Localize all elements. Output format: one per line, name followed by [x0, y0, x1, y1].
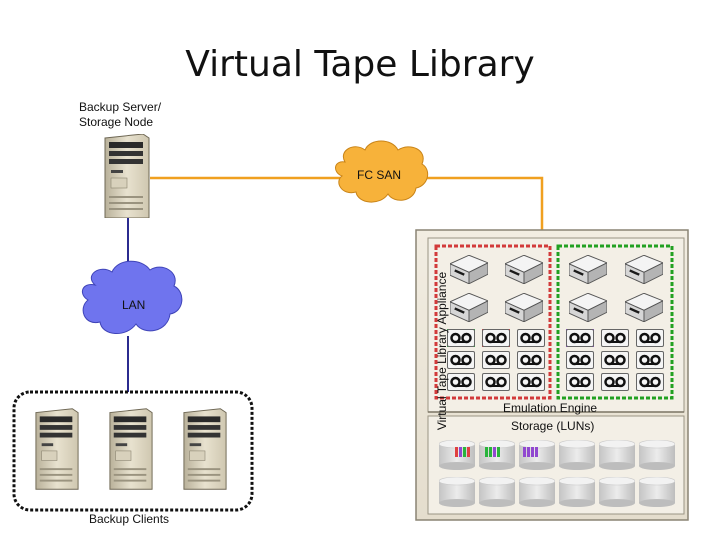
disk-data-stripes	[455, 447, 538, 457]
storage-label: Storage (LUNs)	[511, 419, 595, 433]
virtual-library-green	[556, 244, 674, 400]
virtual-tape	[636, 351, 664, 369]
virtual-tape	[482, 373, 510, 391]
backup-server-label: Backup Server/ Storage Node	[79, 100, 161, 130]
virtual-tape	[566, 373, 594, 391]
lan-label: LAN	[122, 298, 146, 312]
virtual-library-red	[434, 244, 552, 400]
storage-disk	[599, 440, 635, 470]
storage-disk	[559, 477, 595, 507]
virtual-tape	[447, 329, 475, 347]
client-tower-3	[183, 408, 227, 490]
backup-server-label-line-2: Storage Node	[79, 115, 154, 129]
virtual-tape	[566, 329, 594, 347]
storage-disk	[559, 440, 595, 470]
virtual-tape	[636, 329, 664, 347]
storage-disk	[519, 477, 555, 507]
virtual-tape	[482, 329, 510, 347]
diagram-title: Virtual Tape Library	[185, 44, 535, 85]
virtual-tape	[517, 329, 545, 347]
lan-cloud	[81, 260, 183, 334]
client-tower-1	[35, 408, 79, 490]
virtual-tape	[636, 373, 664, 391]
virtual-tape	[447, 351, 475, 369]
client-tower-2	[109, 408, 153, 490]
backup-clients-label: Backup Clients	[89, 512, 170, 526]
virtual-tape	[601, 351, 629, 369]
virtual-tape	[447, 373, 475, 391]
virtual-tape	[566, 351, 594, 369]
virtual-tape	[601, 329, 629, 347]
storage-disk	[599, 477, 635, 507]
storage-disk	[439, 477, 475, 507]
storage-disk	[639, 440, 675, 470]
virtual-tape	[601, 373, 629, 391]
backup-server-tower	[104, 134, 150, 218]
fc-san-cloud	[335, 140, 429, 203]
fc-san-label: FC SAN	[357, 168, 402, 182]
virtual-tape	[517, 373, 545, 391]
storage-disk	[639, 477, 675, 507]
appliance-label: Virtual Tape Library Appliance	[435, 271, 449, 431]
fc-link	[150, 176, 544, 230]
backup-clients-group	[12, 390, 254, 512]
virtual-tape	[517, 351, 545, 369]
backup-server-label-line-1: Backup Server/	[79, 100, 162, 114]
storage-disk	[479, 477, 515, 507]
virtual-tape	[482, 351, 510, 369]
emulation-engine-label: Emulation Engine	[503, 401, 598, 415]
